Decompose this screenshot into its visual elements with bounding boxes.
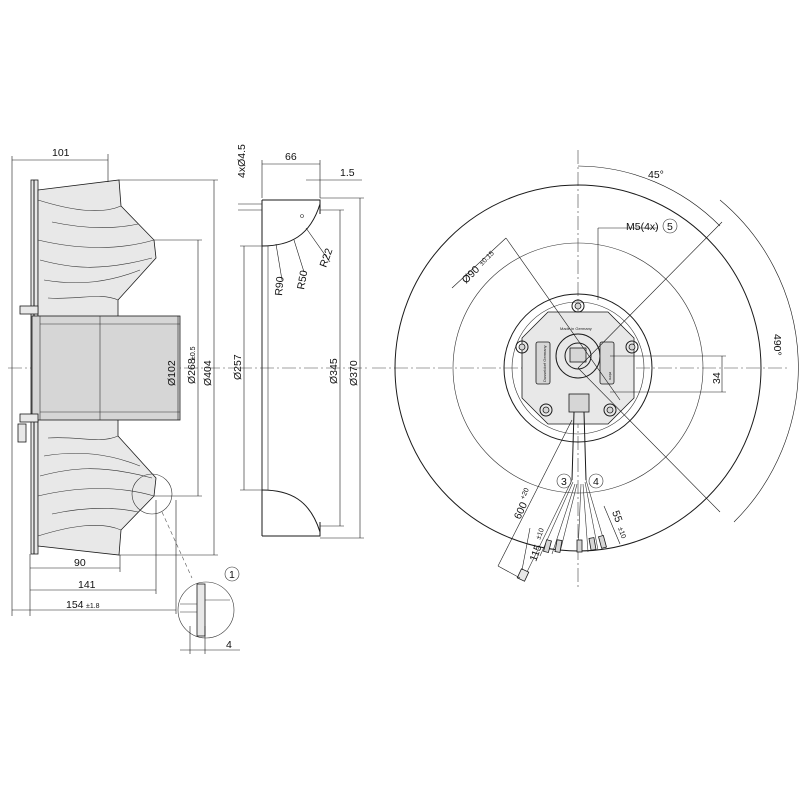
radius-22: R22 <box>318 247 336 269</box>
cable-55: 55 <box>609 509 624 524</box>
bolt-bottom-right <box>603 403 617 417</box>
detail-circle <box>131 473 173 515</box>
callout-4: 4 <box>593 476 599 488</box>
cable-115-tol: ±10 <box>535 527 546 540</box>
stud-top <box>19 305 39 315</box>
detail-view: 4 1 <box>177 566 240 654</box>
wire-bundle <box>516 479 607 582</box>
dim-66: 66 <box>285 151 297 163</box>
callout-3-circle <box>556 473 572 489</box>
dim-34: 34 <box>711 372 723 384</box>
detail-callout: 1 <box>229 569 235 581</box>
angle-arc <box>577 165 721 227</box>
radius-90: R90 <box>273 276 287 296</box>
dim-90: 90 <box>74 557 86 569</box>
flange-ring-inner <box>511 301 645 435</box>
inlet-ring-bottom <box>261 489 321 537</box>
cable-115: 115 <box>528 543 545 563</box>
flange-ring-outer <box>503 293 653 443</box>
dim-154: 154 <box>66 599 84 611</box>
dia-90: Ø90 <box>460 263 483 286</box>
dim-141: 141 <box>78 579 96 591</box>
section-view: 4xØ4.5 66 1.5 R22 R50 R90 Ø257 Ø345 Ø370 <box>232 144 370 539</box>
dia-370: Ø370 <box>348 360 360 386</box>
detail-dim-4: 4 <box>226 639 232 651</box>
dia-345: Ø345 <box>328 358 340 384</box>
bolt-bottom-left <box>539 403 553 417</box>
dim-1-5: 1.5 <box>340 167 355 179</box>
label-left-plate <box>535 341 551 385</box>
motor-hub <box>31 315 181 421</box>
bolt-left <box>515 340 529 354</box>
dia-404: Ø404 <box>202 360 214 386</box>
bolt-top <box>571 299 585 313</box>
dia-102: Ø102 <box>166 360 178 386</box>
front-view: Made in Germany Dusseldorf Germany ebm <box>372 150 799 590</box>
dia-257: Ø257 <box>232 354 244 380</box>
stud-bottom <box>19 413 39 423</box>
detail-view-circle <box>177 581 235 639</box>
outer-arc <box>719 199 799 523</box>
side-view: 101 90 141 154 ±1.8 Ø102 Ø268 ±0.5 Ø404 <box>8 147 235 616</box>
dia-90-tol: ±0.15 <box>478 250 495 267</box>
callout-4-circle <box>588 473 604 489</box>
holes-note: 4xØ4.5 <box>236 144 248 178</box>
label-made: Made in Germany <box>560 326 592 331</box>
thread-note: M5(4x) <box>626 221 659 233</box>
label-right: ebm <box>608 372 613 380</box>
dia-268: Ø268 <box>186 358 198 384</box>
dia-490: 490° <box>771 334 783 356</box>
detail-flange <box>196 583 206 637</box>
angle-45: 45° <box>648 169 664 181</box>
cable-gland <box>17 423 27 443</box>
thread-callout: 5 <box>667 221 673 233</box>
dim-101: 101 <box>52 147 70 159</box>
cable-exit <box>568 393 590 413</box>
cable-55-tol: ±10 <box>616 526 627 539</box>
bolt-right <box>625 340 639 354</box>
radius-50: R50 <box>295 269 310 290</box>
dim-154-tol: ±1.8 <box>86 603 100 610</box>
cable-600-tol: +20 <box>519 487 530 501</box>
callout-3: 3 <box>561 476 567 488</box>
thread-callout-circle <box>662 218 678 234</box>
cable-600: 600 <box>512 500 530 521</box>
inlet-ring-top <box>261 199 321 247</box>
label-right-plate <box>599 341 615 385</box>
inlet-circle <box>452 242 704 494</box>
detail-callout-circle <box>224 566 240 582</box>
dia-268-tol: ±0.5 <box>190 346 197 360</box>
label-left: Dusseldorf Germany <box>542 345 547 382</box>
